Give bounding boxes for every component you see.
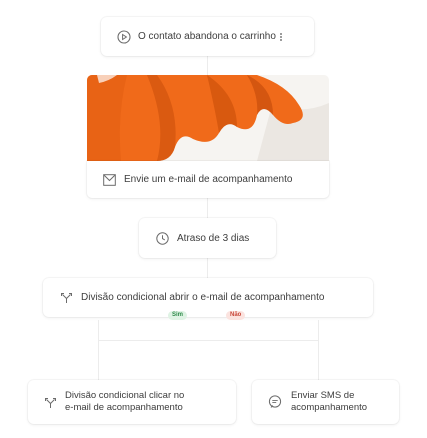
yes-badge: Sim: [168, 311, 188, 320]
play-circle-icon: [117, 29, 131, 44]
more-vertical-icon[interactable]: [279, 32, 283, 42]
split-icon: [60, 291, 73, 304]
split-label: Divisão condicional abrir o e-mail de ac…: [81, 292, 325, 303]
clock-icon: [156, 231, 169, 245]
branch-right-label-line2: acompanhamento: [291, 402, 368, 413]
connector-split-horizontal: [98, 340, 319, 341]
email-label: Envie um e-mail de acompanhamento: [124, 174, 293, 185]
branch-left-card[interactable]: Divisão condicional clicar no e-mail de …: [28, 380, 236, 424]
email-card[interactable]: Envie um e-mail de acompanhamento: [87, 161, 329, 198]
connector-delay-split: [207, 258, 208, 278]
branch-left-label-line2: e-mail de acompanhamento: [65, 402, 183, 413]
split-icon: [44, 396, 57, 409]
orange-fabric-image: [87, 75, 329, 161]
trigger-card[interactable]: O contato abandona o carrinho: [101, 17, 314, 56]
delay-label: Atraso de 3 dias: [177, 232, 250, 244]
delay-card[interactable]: Atraso de 3 dias: [139, 218, 276, 258]
branch-right-card[interactable]: Enviar SMS de acompanhamento: [252, 380, 399, 424]
no-badge: Não: [226, 311, 246, 320]
branch-right-label-line1: Enviar SMS de: [291, 390, 355, 401]
connector-split-down-left: [98, 320, 99, 380]
trigger-label: O contato abandona o carrinho: [138, 31, 276, 42]
connector-trigger-email: [207, 56, 208, 76]
connector-email-delay: [207, 198, 208, 218]
split-card[interactable]: Divisão condicional abrir o e-mail de ac…: [43, 278, 373, 317]
sms-icon: [268, 395, 282, 409]
connector-split-down-right: [318, 320, 319, 380]
branch-left-label-line1: Divisão condicional clicar no: [65, 390, 185, 401]
mail-icon: [103, 173, 116, 186]
